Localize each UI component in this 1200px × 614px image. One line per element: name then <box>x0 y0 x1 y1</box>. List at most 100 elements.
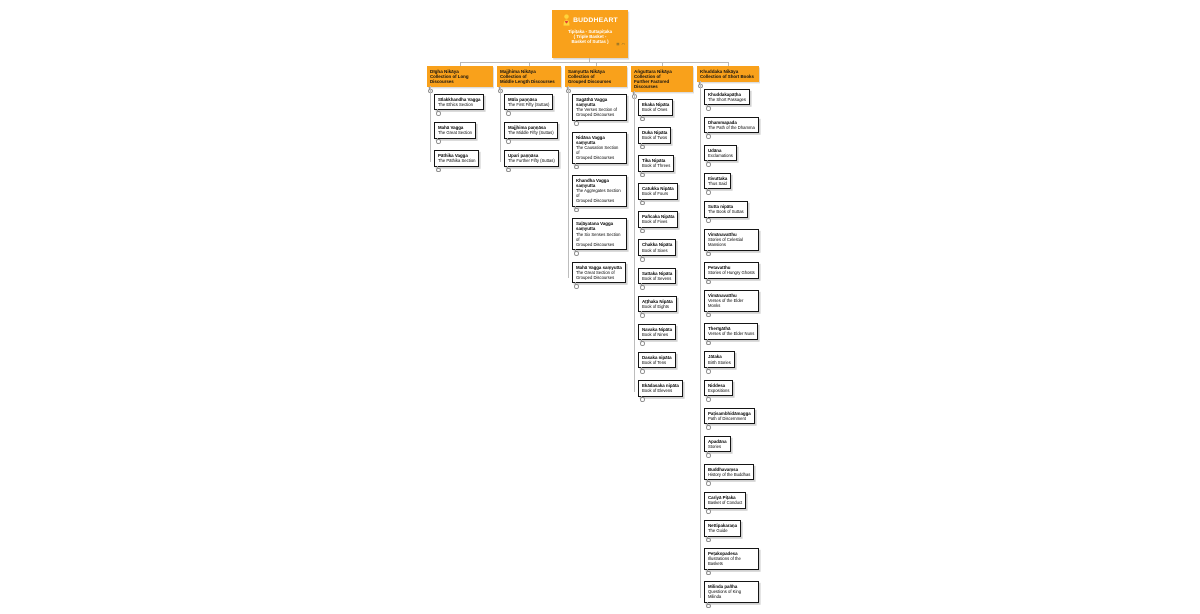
branch-subtitle: Collection of Long Discourses <box>430 73 469 85</box>
brand-row: BUDDHEART <box>552 14 628 26</box>
node-name: Majjhima paṇṇāsa <box>508 124 546 130</box>
branch-subtitle: Collection of Grouped Discourses <box>568 73 612 85</box>
node-name: Cariyā Piṭaka <box>708 494 736 500</box>
root-node[interactable]: BUDDHEART Tipiṭaka - Suttapiṭaka ( Tripl… <box>552 10 628 58</box>
node-description: Stories of Celestial Mansions <box>708 237 743 248</box>
node-description: Book of Twos <box>642 135 668 141</box>
external-link-icon[interactable]: ↗¹ <box>621 42 625 46</box>
node-description: Thus Said <box>708 180 727 186</box>
node-name: Mūla paṇṇāsa <box>508 96 538 102</box>
node-description: Book of Elevens <box>642 388 673 394</box>
node-name: Sagāthā Vagga saṃyutta <box>576 96 608 107</box>
node-name: Nidāna Vagga saṃyutta <box>576 135 605 146</box>
node-description: Book of Sevens <box>642 275 672 281</box>
node-name: Nettipakaraṇa <box>708 523 738 529</box>
branch-title: Majjhima Nikāya <box>500 68 536 74</box>
node-description: The Ethics Section <box>438 101 473 107</box>
node-name: Khuddakapāṭha <box>708 91 741 97</box>
node-name: Chakka Nipāta <box>642 242 673 248</box>
node-name: Apadāna <box>708 438 727 444</box>
node-description: The Verses Section of Grouped Discourses <box>576 107 617 117</box>
branch-title: Aṅguttara Nikāya <box>634 68 672 74</box>
node-name: Aṭṭhaka Nipāta <box>642 298 673 304</box>
branch-title: Dīgha Nikāya <box>430 68 459 74</box>
node-name: Niddesa <box>708 382 726 388</box>
node-description: Book of Fives <box>642 219 668 225</box>
node-name: Sīlakkhandha Vagga <box>438 96 481 102</box>
node-description: The Short Passages <box>708 96 746 102</box>
node-description: Book of Ones <box>642 107 668 113</box>
node-name: Navaka Nipāta <box>642 326 673 332</box>
node-description: Expositions <box>708 387 730 393</box>
brand-title: BUDDHEART <box>573 16 618 24</box>
node-name: Dhammapada <box>708 119 737 125</box>
node-description: Verses of the Elder Nuns <box>708 331 755 337</box>
node-description: The Causation Section of Grouped Discour… <box>576 145 619 161</box>
grid-icon[interactable]: ▦ <box>616 42 620 46</box>
node-description: Book of Eights <box>642 303 670 309</box>
branch-subtitle: Collection of Middle Length Discourses <box>500 73 555 85</box>
node-description: The First Fifty (Suttas) <box>508 101 550 107</box>
org-chart: BUDDHEART Tipiṭaka - Suttapiṭaka ( Tripl… <box>427 10 759 608</box>
connector-drop <box>596 62 597 66</box>
node-name: Therīgāthā <box>708 326 731 332</box>
node-name: Sattaka Nipāta <box>642 270 673 276</box>
node-name: Khandha Vagga saṃyutta <box>576 178 609 189</box>
connector-hline <box>460 62 729 63</box>
connector-drop <box>460 62 461 66</box>
root-subtitle: Tipiṭaka - Suttapiṭaka ( Triple Basket -… <box>567 28 613 44</box>
